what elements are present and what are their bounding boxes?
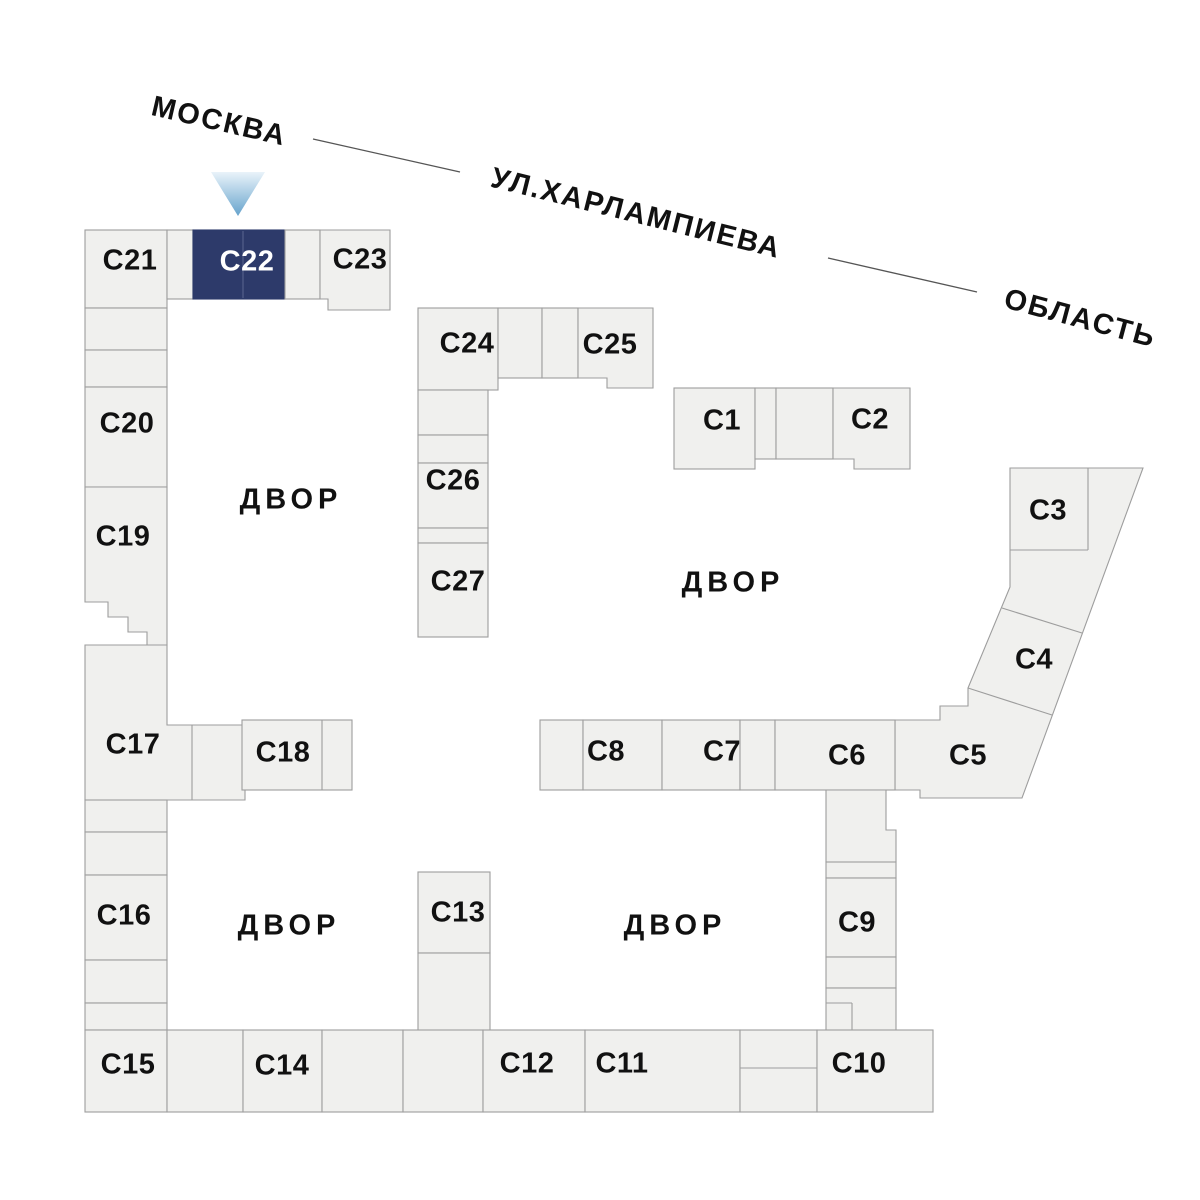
street-leader-line-2: [827, 257, 978, 293]
block-c25-label: С25: [582, 328, 638, 361]
blocks-c3-c4-c5-outline[interactable]: [894, 467, 1144, 799]
block-c18-label: С18: [255, 736, 311, 769]
block-c20-label: С20: [99, 407, 155, 440]
section-cell: [84, 799, 168, 833]
block-c8-label: С8: [586, 735, 626, 768]
section-cell: [825, 861, 897, 879]
block-c25-shape[interactable]: [577, 307, 654, 389]
block-c12-label: С12: [499, 1047, 555, 1080]
block-c16-label: С16: [96, 899, 152, 932]
block-c15-shape[interactable]: [84, 1029, 168, 1113]
block-c10-shape[interactable]: [816, 1029, 934, 1113]
block-c8-shape[interactable]: [582, 719, 663, 791]
block-c13-shape[interactable]: [417, 871, 491, 954]
block-c24-label: С24: [439, 327, 495, 360]
block-c14-shape[interactable]: [242, 1029, 323, 1113]
block-c17-shape[interactable]: [84, 644, 246, 801]
block-c4-label: С4: [1014, 643, 1054, 676]
block-c9-label: С9: [837, 906, 877, 939]
block-c23-label: С23: [332, 243, 388, 276]
section-cell: [166, 1029, 244, 1113]
courtyard-label: ДВОР: [239, 483, 343, 516]
block-c9-shape[interactable]: [825, 877, 897, 958]
block-c20-shape[interactable]: [84, 386, 168, 488]
section-cell: [825, 956, 897, 989]
section-cell: [417, 952, 491, 1033]
section-cell: [84, 959, 168, 1004]
section-cell: [417, 527, 489, 544]
block-c11-label: С11: [595, 1047, 649, 1080]
section-cell: [417, 434, 489, 464]
block-c4-divider: [1001, 607, 1083, 634]
section-cell: [739, 719, 776, 791]
block-c18-shape[interactable]: [241, 719, 353, 791]
block-c23-shape[interactable]: [319, 229, 391, 311]
section-cell: [402, 1029, 484, 1113]
block-c22-shape[interactable]: [192, 229, 286, 300]
block-c19-shape[interactable]: [84, 486, 168, 646]
courtyard-label: ДВОР: [623, 909, 727, 942]
block-c12-shape[interactable]: [482, 1029, 586, 1113]
section-cell: [739, 1029, 818, 1113]
section-cell: [825, 987, 897, 1033]
block-c21-label: С21: [102, 244, 158, 277]
block-c13-label: С13: [430, 896, 486, 929]
block-c6-shape[interactable]: [774, 719, 896, 791]
block-c26-label: С26: [425, 464, 481, 497]
section-cell: [84, 831, 168, 876]
block-c27-label: С27: [430, 565, 486, 598]
section-cell: [84, 1002, 168, 1031]
courtyard-label: ДВОР: [681, 566, 785, 599]
block-c15-label: С15: [100, 1048, 156, 1081]
block-c10-label: С10: [831, 1047, 887, 1080]
section-cell: [84, 349, 168, 388]
street-leader-line-1: [312, 138, 461, 173]
courtyard-label: ДВОР: [237, 909, 341, 942]
block-c2-shape[interactable]: [832, 387, 911, 470]
block-c7-shape[interactable]: [661, 719, 741, 791]
block-c6-label: С6: [827, 739, 867, 772]
block-c1-shape[interactable]: [673, 387, 756, 470]
section-cell: [825, 789, 897, 863]
block-c1-label: С1: [702, 404, 742, 437]
block-c2-label: С2: [850, 403, 890, 436]
section-cell: [284, 229, 321, 300]
block-c27-shape[interactable]: [417, 542, 489, 638]
block-c7-label: С7: [702, 735, 742, 768]
section-cell: [166, 229, 194, 300]
selected-marker-icon: [211, 172, 265, 216]
block-c17-label: С17: [105, 728, 161, 761]
section-cell: [541, 307, 579, 379]
block-c19-label: С19: [95, 520, 151, 553]
block-c11-shape[interactable]: [584, 1029, 741, 1113]
section-cell: [754, 387, 777, 460]
section-cell: [417, 389, 489, 436]
block-c4-divider: [967, 687, 1053, 716]
block-c26-shape[interactable]: [417, 462, 489, 529]
section-cell: [321, 1029, 404, 1113]
section-cell: [539, 719, 584, 791]
block-c22-label: С22: [219, 245, 275, 278]
block-c24-shape[interactable]: [417, 307, 499, 391]
block-c14-label: С14: [254, 1049, 310, 1082]
section-cell: [775, 387, 834, 460]
section-cell: [84, 307, 168, 351]
block-c3-label: С3: [1028, 494, 1068, 527]
block-c21-shape[interactable]: [84, 229, 168, 309]
section-cell: [497, 307, 543, 379]
block-c5-label: С5: [948, 739, 988, 772]
